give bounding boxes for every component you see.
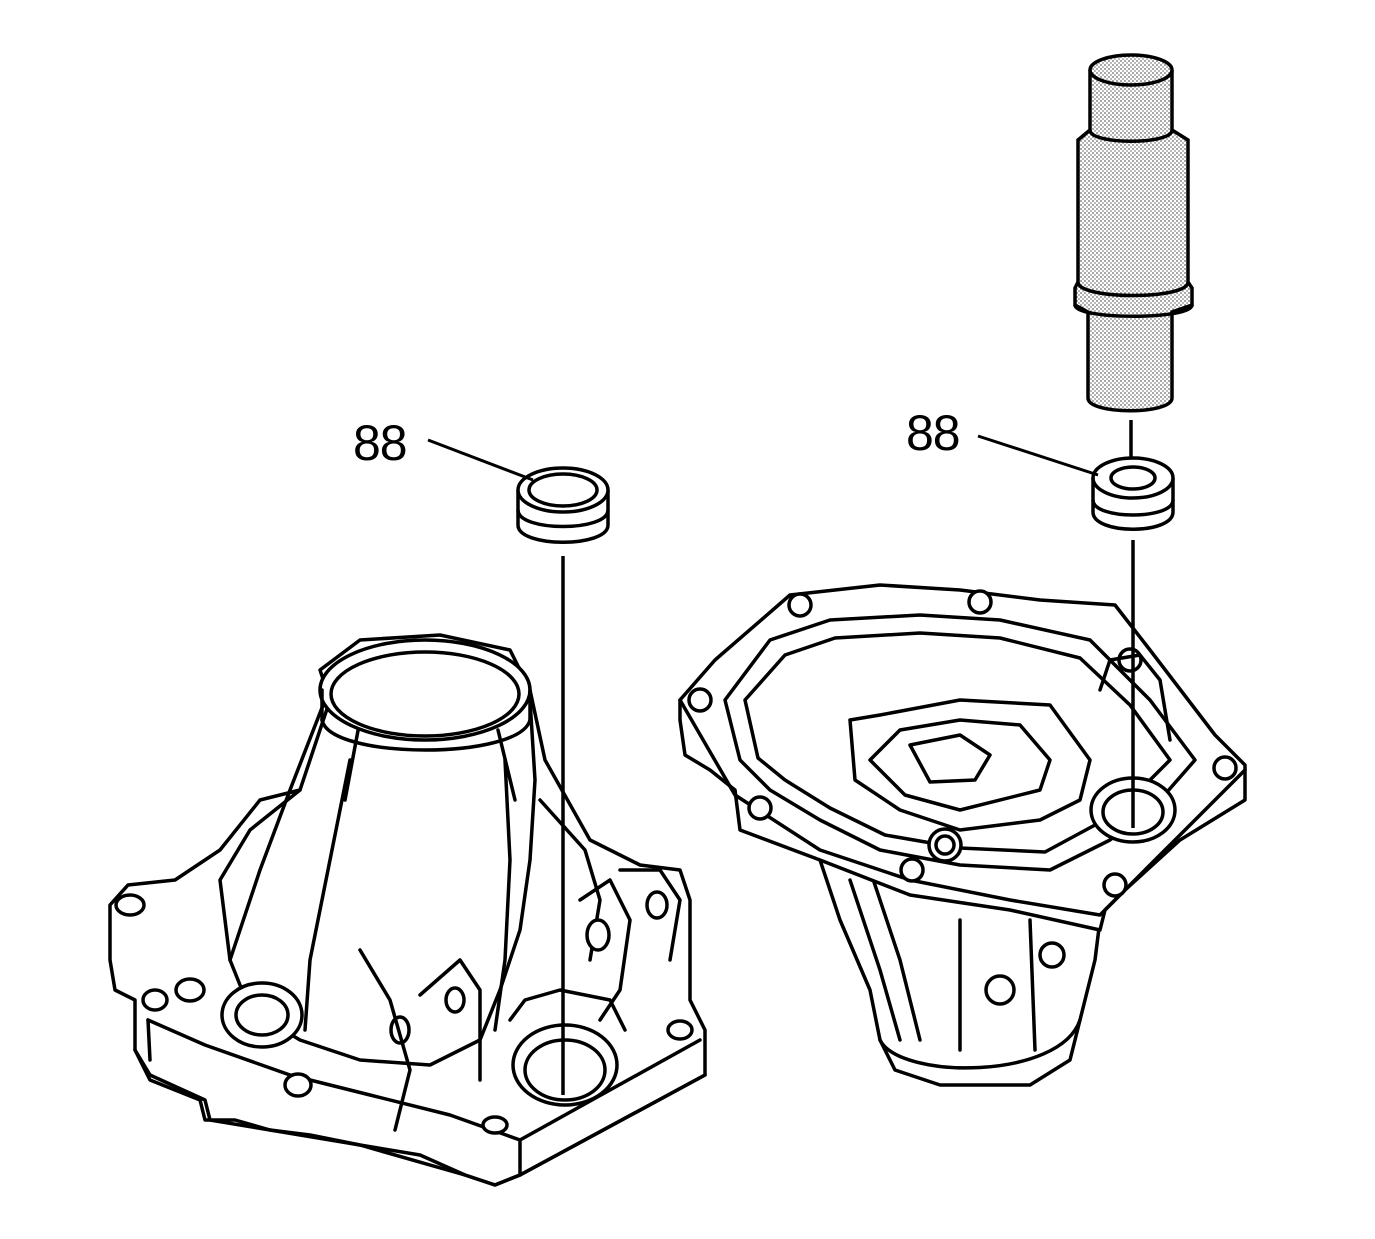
left-seal <box>518 468 608 542</box>
right-seal <box>1093 458 1173 529</box>
right-leader-line <box>978 436 1098 475</box>
callout-label-left: 88 <box>353 415 408 471</box>
right-housing <box>680 585 1245 1085</box>
left-housing <box>110 635 705 1185</box>
left-leader-line <box>428 440 533 480</box>
seal-installer-tool <box>1075 55 1192 411</box>
callout-label-right: 88 <box>906 405 961 461</box>
